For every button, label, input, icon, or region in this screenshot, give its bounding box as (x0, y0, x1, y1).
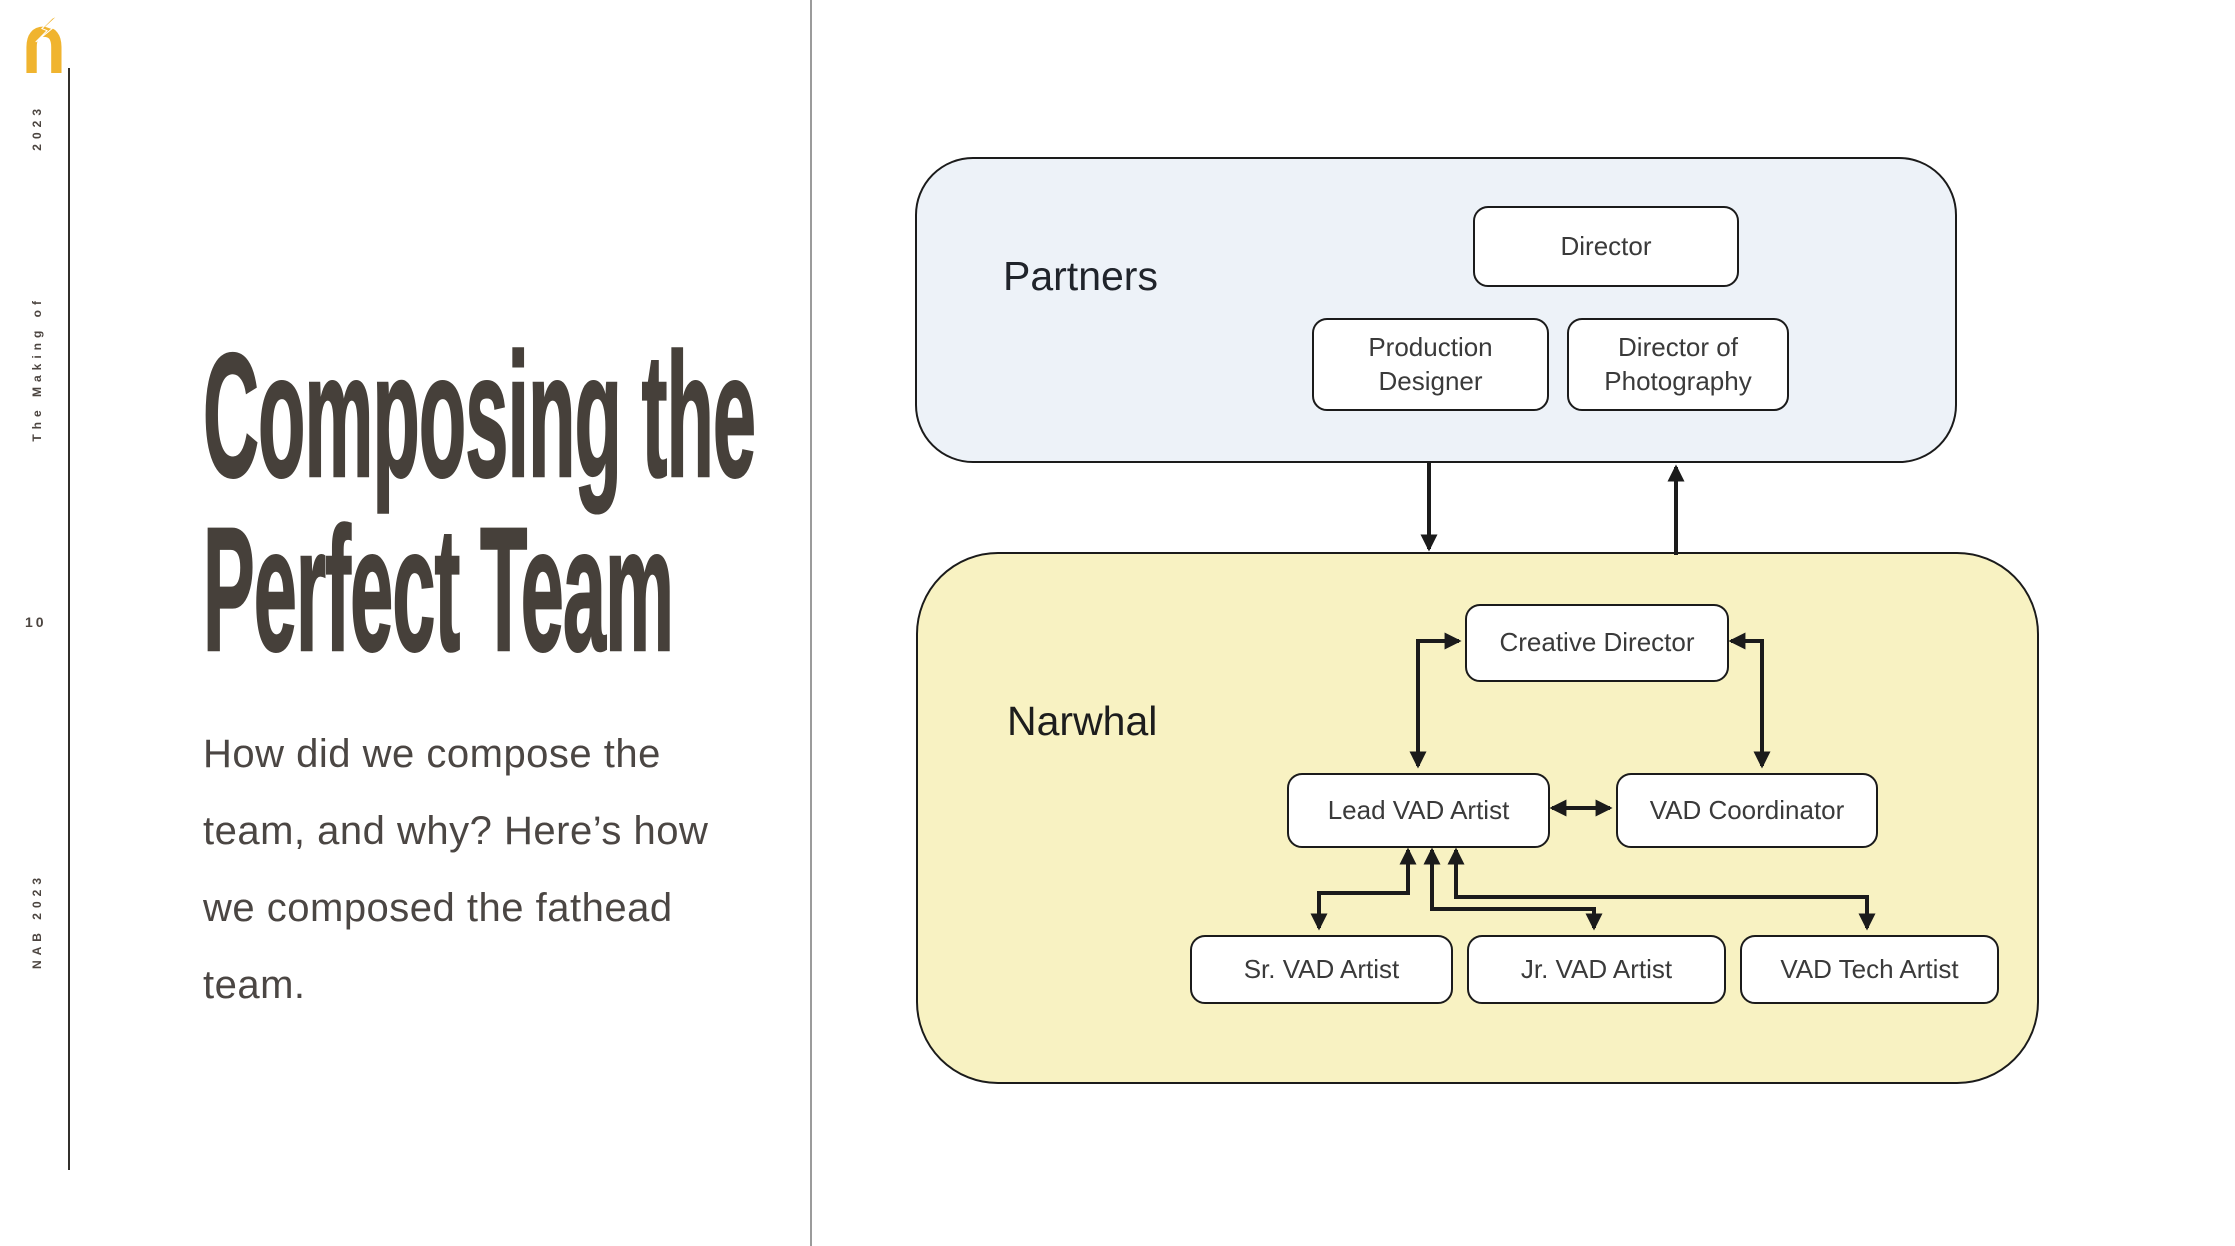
node-creative-director: Creative Director (1465, 604, 1729, 682)
node-jr-vad-artist: Jr. VAD Artist (1467, 935, 1726, 1004)
body-paragraph: How did we compose the team, and why? He… (203, 732, 709, 1007)
node-production-designer: Production Designer (1312, 318, 1549, 411)
sidebar-year-label: 2023 (30, 104, 44, 151)
node-lead-vad-artist: Lead VAD Artist (1287, 773, 1550, 848)
node-vad-coordinator: VAD Coordinator (1616, 773, 1878, 848)
node-director-of-photography: Director of Photography (1567, 318, 1789, 411)
sidebar-footer-label: NAB 2023 (30, 873, 44, 970)
partners-group-label: Partners (1003, 253, 1158, 299)
sidebar-series-label: The Making of (30, 296, 44, 442)
panel-divider (810, 0, 812, 1246)
n-lightning-logo-icon (26, 14, 62, 73)
node-sr-vad-artist: Sr. VAD Artist (1190, 935, 1453, 1004)
narwhal-group-label: Narwhal (1007, 698, 1158, 744)
page-number: 10 (25, 614, 47, 630)
partners-group-container: Partners (915, 157, 1957, 463)
node-director: Director (1473, 206, 1739, 287)
sidebar-rule (68, 68, 70, 1170)
page-title-line1: Composing the (202, 318, 756, 514)
page-title-line2: Perfect Team (202, 492, 674, 688)
node-vad-tech-artist: VAD Tech Artist (1740, 935, 1999, 1004)
